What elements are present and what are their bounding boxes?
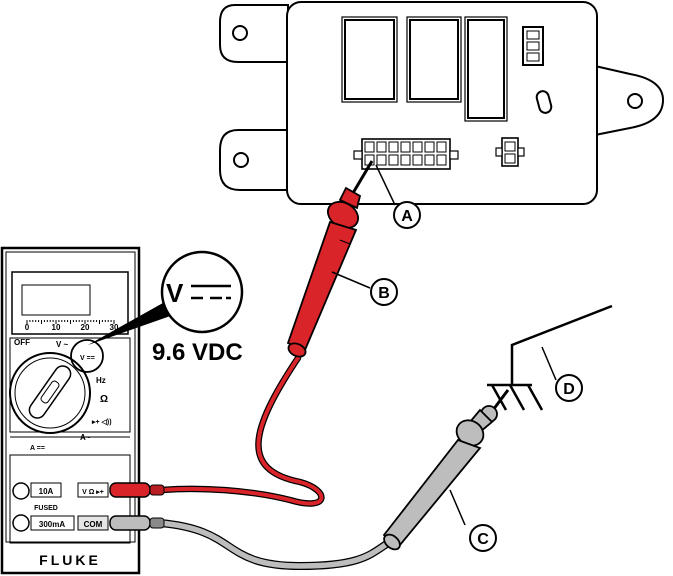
callout-c: C [477,531,489,548]
callout-leaders [331,164,557,526]
gray-probe [382,389,510,551]
callout-b: B [378,285,390,302]
relay-2 [409,19,459,100]
connector-pin [376,141,387,153]
connector-pin [424,154,435,166]
jack-300ma[interactable] [12,514,30,532]
connector-pin [400,154,411,166]
dial-a-dc: A == [30,445,45,452]
callout-d-circle [555,374,583,402]
meter-brand: FLUKE [39,552,101,568]
gray-plug [109,515,151,531]
dial-hz: Hz [96,376,106,385]
callout-a-circle [393,201,421,229]
connector-pin [364,141,375,153]
dial-knob[interactable] [26,363,74,421]
scale-tick-0: 0 [25,323,30,332]
board-mount-ear-top-left [219,4,289,63]
connector-pin [436,154,447,166]
jack-10a[interactable] [12,482,30,500]
magnifier-circle [160,250,244,334]
relay-1 [344,19,395,100]
board-mount-ear-bottom-left [219,129,289,191]
scale-tick-30: 30 [110,323,119,332]
scale-tick-20: 20 [81,323,90,332]
callout-d: D [563,381,575,398]
connector-pin [424,141,435,153]
chassis-ground [487,304,613,411]
jack-10a-label: 10A [39,487,54,496]
voltage-reading: 9.6 VDC [152,339,243,366]
jack-com-label: COM [84,520,103,529]
connector-pin [436,141,447,153]
dial-v-ac: V ~ [56,340,69,349]
jack-300ma-label: 300mA [39,520,65,529]
dial-off: OFF [14,338,30,347]
connector-pin [412,141,423,153]
connector-pin [388,141,399,153]
jack-fused-label: FUSED [34,505,58,512]
callout-a: A [401,208,413,225]
dial-diode: ▸+ ◁)) [91,419,112,426]
v-dc-highlight-circle [70,339,104,373]
magnifier-symbol: V [166,278,184,308]
red-probe [286,160,374,358]
dial-ohm: Ω [100,394,108,405]
scale-tick-10: 10 [52,323,61,332]
jack-volt-ohm-label: V Ω ▸+ [82,489,104,496]
connector-pin [400,141,411,153]
dial-v-dc: V == [80,355,95,362]
connector-pin [412,154,423,166]
callout-c-circle [469,524,497,552]
connector-pin [388,154,399,166]
multimeter [0,246,165,575]
dial-a-ac: A~ [80,433,91,442]
control-board [219,1,665,205]
red-plug [109,482,151,498]
connector-pin [376,154,387,166]
magnifier-pointer [88,299,176,345]
board-slot [535,90,553,114]
relay-3 [467,19,505,119]
callout-b-circle [370,278,398,306]
